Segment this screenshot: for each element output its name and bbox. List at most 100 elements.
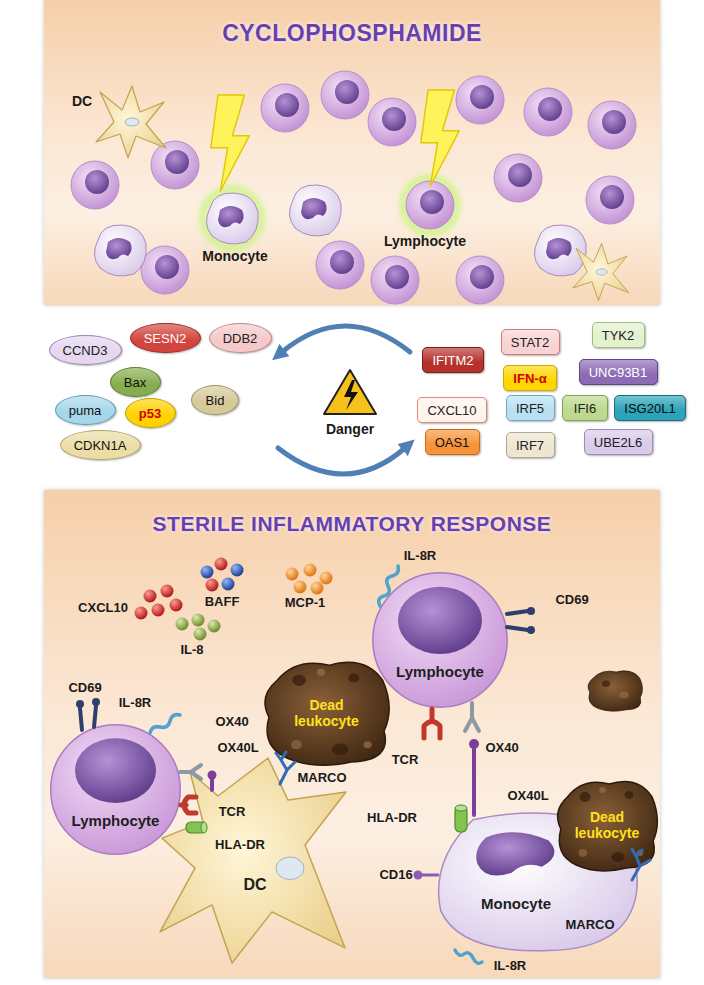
cell-text-wrap: Lymphocyte <box>396 664 484 681</box>
label-wrap: CD16 <box>379 868 412 882</box>
cell-name: Monocyte <box>481 895 551 912</box>
molecule-name: SESN2 <box>144 331 187 346</box>
molecule-label: IL-8 <box>180 643 203 657</box>
lightning-bolt <box>421 90 459 186</box>
cell-shape <box>363 741 371 748</box>
cell-crowd <box>368 98 416 146</box>
molecule-label: CD69 <box>68 681 101 695</box>
molecule-box: TYK2 <box>592 322 645 348</box>
molecule-box: IFITM2 <box>422 347 484 373</box>
cell-crowd <box>588 101 636 149</box>
cell-crowd <box>456 256 504 304</box>
cell-crowd <box>96 86 166 158</box>
label-wrap: Danger <box>326 422 374 437</box>
tcr-receptor <box>430 709 435 719</box>
hla-dr-molecule <box>201 822 207 833</box>
danger-sign <box>324 370 376 414</box>
cell-shape <box>48 722 183 857</box>
cd69-receptor <box>94 706 96 727</box>
molecule-name: p53 <box>139 406 161 421</box>
cell-crowd <box>141 246 189 294</box>
cell-crowd <box>586 176 634 224</box>
molecule-name: IFN-α <box>513 371 546 386</box>
molecule-label: IL-8R <box>494 959 527 973</box>
dead-cell-debris <box>588 671 642 711</box>
molecule-label: OX40L <box>507 789 548 803</box>
lightning-bolt <box>421 90 459 186</box>
ox40-ligand <box>208 739 480 815</box>
cell-crowd <box>71 161 119 209</box>
il8-receptor <box>455 950 482 963</box>
cytokine-dots <box>222 578 235 591</box>
molecule-name: DDB2 <box>223 331 258 346</box>
molecule-label: OX40L <box>217 741 258 755</box>
cell-text-wrap: Dead leukocyte <box>567 809 647 841</box>
cell-shape <box>160 758 346 963</box>
molecule-oval: DDB2 <box>209 323 272 353</box>
label-wrap: DC <box>72 94 92 109</box>
ox40-ligand <box>469 739 479 749</box>
label-wrap: IL-8R <box>119 696 152 710</box>
marco-receptor <box>632 849 650 880</box>
cell-name: DC <box>243 876 266 894</box>
cell-crowd <box>573 243 629 301</box>
cell-name: Dead leukocyte <box>567 809 647 841</box>
ox40-receptor <box>180 765 201 779</box>
cell-label: Lymphocyte <box>384 234 466 249</box>
cell-crowd <box>321 71 369 119</box>
cytokine-dots <box>286 568 299 581</box>
panel-title: STERILE INFLAMMATORY RESPONSE <box>44 512 660 536</box>
cell-name: Lymphocyte <box>396 664 484 681</box>
cd69-receptor <box>507 627 528 630</box>
cd16-receptor <box>414 871 423 880</box>
molecule-label: CD16 <box>379 868 412 882</box>
cell-crowd <box>494 154 542 202</box>
cell-shape <box>611 852 624 862</box>
molecule-name: ISG20L1 <box>624 401 675 416</box>
cytokine-dots <box>194 628 207 641</box>
ox40-ligand <box>208 771 217 780</box>
cell-lymph: Lymphocyte <box>48 722 183 857</box>
molecule-label: HLA-DR <box>215 838 265 852</box>
cell-crowd <box>71 71 636 304</box>
molecule-box: UNC93B1 <box>579 359 658 385</box>
cytokine-dots <box>192 614 205 627</box>
cell-dead: Dead leukocyte <box>552 775 662 875</box>
marco-receptor <box>276 752 650 880</box>
panel-band: STERILE INFLAMMATORY RESPONSE DC Lymphocyt… <box>44 490 660 978</box>
label-wrap: IL-8 <box>180 643 203 657</box>
molecule-name: Bid <box>206 393 225 408</box>
molecule-label: IL-8R <box>404 549 437 563</box>
label-wrap: HLA-DR <box>215 838 265 852</box>
molecule-oval: CDKN1A <box>60 430 141 460</box>
cell-text-wrap: Dead leukocyte <box>285 696 369 728</box>
cell-shape <box>265 662 389 765</box>
cytokine-dots <box>176 618 189 631</box>
hla-dr-molecule <box>455 806 467 832</box>
molecule-oval: CCND3 <box>49 335 122 365</box>
cytokine-dots <box>161 585 174 598</box>
cell-shape <box>292 675 306 687</box>
label-wrap: OX40L <box>507 789 548 803</box>
molecule-oval: Bid <box>191 385 239 415</box>
cell-shape <box>558 781 658 870</box>
cell-text-wrap: Lymphocyte <box>72 812 160 829</box>
cell-text-wrap: Monocyte <box>481 895 551 912</box>
cytokine-dots <box>231 564 244 577</box>
molecule-box: ISG20L1 <box>614 395 686 421</box>
molecule-oval: SESN2 <box>130 323 201 353</box>
cell-shape <box>476 832 554 875</box>
label-wrap: MCP-1 <box>285 596 325 610</box>
label-wrap: CD69 <box>555 593 588 607</box>
molecule-name: Bax <box>124 375 146 390</box>
cell-shape <box>291 740 302 749</box>
tcr-receptor <box>184 797 196 813</box>
label-wrap: IL-8R <box>404 549 437 563</box>
label-wrap: OX40 <box>485 741 518 755</box>
danger-label: Danger <box>326 422 374 437</box>
title-wrap: CYCLOPHOSPHAMIDE <box>44 20 660 47</box>
cytokine-dots <box>135 607 148 620</box>
lightning-bolt <box>211 95 249 191</box>
il8-receptor <box>379 566 399 606</box>
molecule-name: STAT2 <box>511 335 550 350</box>
